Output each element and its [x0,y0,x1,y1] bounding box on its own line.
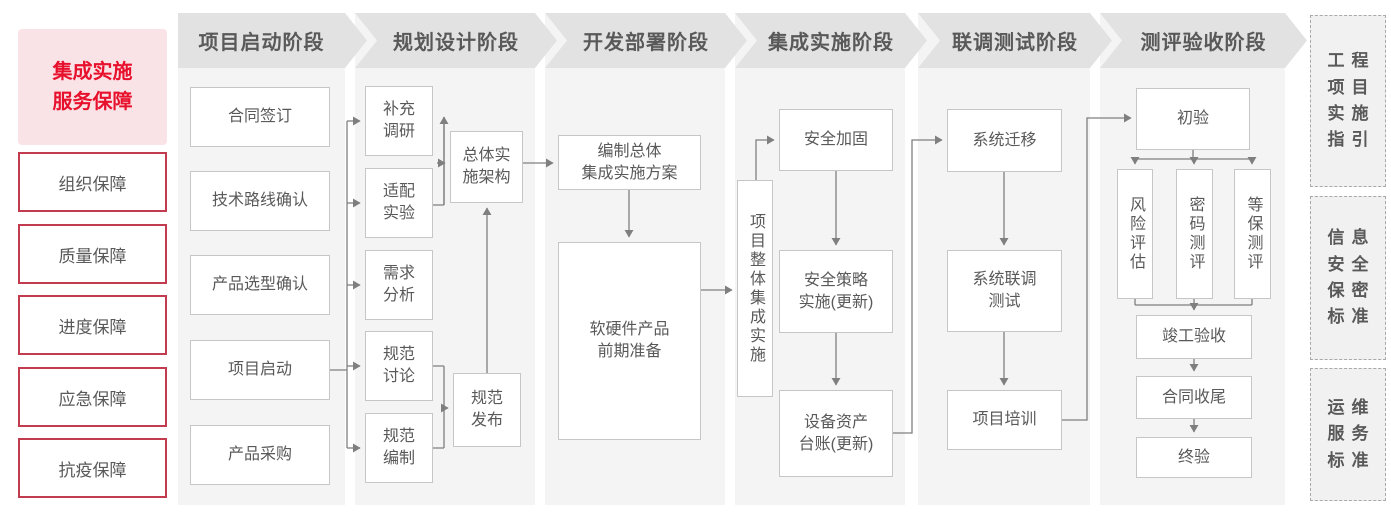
node-product-procure: 产品采购 [190,425,330,485]
node-joint-test: 系统联调 测试 [947,250,1062,332]
node-req-analysis: 需求 分析 [365,250,433,320]
standard-ops-service: 运维 服务 标准 [1310,368,1386,501]
node-risk-assess: 风险评估 [1117,169,1153,299]
node-mlps-eval: 等保测评 [1234,169,1271,299]
node-spec-draft: 规范 编制 [365,413,433,483]
node-overall-integration: 项目整体集成实施 [737,180,773,397]
phase-header-dev-deploy: 开发部署阶段 [545,13,747,68]
node-sys-migrate: 系统迁移 [947,109,1062,172]
node-contract-close: 合同收尾 [1136,376,1252,419]
node-sec-policy: 安全策略 实施(更新) [779,250,893,333]
node-project-training: 项目培训 [947,390,1062,450]
phase-header-project-start: 项目启动阶段 [178,13,367,68]
node-tech-route: 技术路线确认 [190,171,330,231]
legend-item-schedule: 进度保障 [18,295,167,355]
legend-item-epidemic: 抗疫保障 [18,438,167,498]
node-supp-research: 补充 调研 [365,86,433,156]
node-product-select: 产品选型确认 [190,255,330,315]
node-overall-arch: 总体实 施架构 [450,131,523,203]
phase-header-joint-test: 联调测试阶段 [918,13,1112,68]
node-sec-harden: 安全加固 [779,109,893,171]
legend-item-quality: 质量保障 [18,224,167,284]
node-final-accept: 终验 [1136,437,1252,478]
node-contract-sign: 合同签订 [190,87,330,147]
node-project-kickoff: 项目启动 [190,340,330,400]
legend-item-emergency: 应急保障 [18,367,167,427]
node-completion-accept: 竣工验收 [1136,315,1252,359]
node-overall-plan: 编制总体 集成实施方案 [558,135,701,190]
standard-engineering-guide: 工程 项目 实施 指引 [1310,15,1386,187]
legend-item-organization: 组织保障 [18,152,167,212]
node-asset-ledger: 设备资产 台账(更新) [779,390,893,477]
phase-header-planning-design: 规划设计阶段 [355,13,557,68]
node-adapt-test: 适配 实验 [365,168,433,238]
legend-title: 集成实施 服务保障 [18,29,167,145]
phase-header-eval-accept: 测评验收阶段 [1100,13,1307,68]
node-crypto-eval: 密码测评 [1176,169,1213,299]
phase-header-integration: 集成实施阶段 [735,13,927,68]
node-hw-sw-prep: 软硬件产品 前期准备 [558,242,701,440]
node-spec-discuss: 规范 讨论 [365,331,433,401]
node-initial-accept: 初验 [1136,88,1250,150]
standard-security-confidentiality: 信息 安全 保密 标准 [1310,196,1386,360]
node-spec-publish: 规范 发布 [453,373,521,447]
